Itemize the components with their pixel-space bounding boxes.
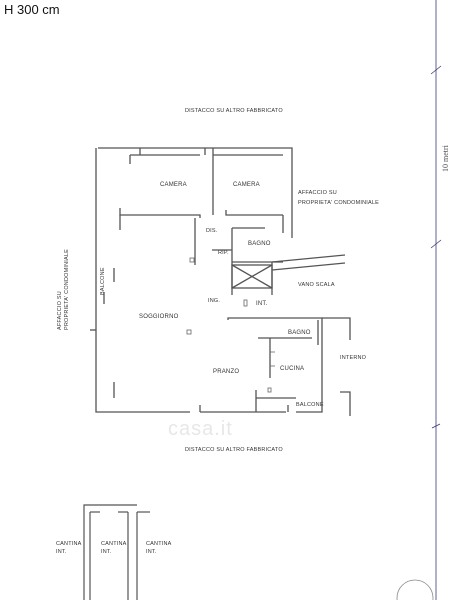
room-label-dis: DIS. — [206, 228, 218, 234]
label-vano-scala: VANO SCALA — [298, 282, 335, 288]
label-affaccio-right-line1: AFFACCIO SU — [298, 190, 337, 196]
room-label-bagno-2: BAGNO — [288, 330, 311, 336]
label-affaccio-left-line2: PROPRIETA' CONDOMINIALE — [64, 248, 70, 330]
room-label-camera-1: CAMERA — [160, 182, 187, 188]
apartment-walls — [95, 147, 351, 416]
fixtures — [186, 257, 275, 393]
label-distacco-top: DISTACCO SU ALTRO FABBRICATO — [185, 108, 283, 114]
scale-tick-bottom — [430, 239, 442, 249]
label-interno: INTERNO — [340, 355, 367, 361]
room-label-pranzo: PRANZO — [213, 369, 240, 375]
scale-tick-extra — [431, 423, 441, 429]
scale-label: 10 metri — [441, 145, 450, 172]
room-label-rip: RIP. — [218, 250, 229, 256]
label-distacco-bottom: DISTACCO SU ALTRO FABBRICATO — [185, 447, 283, 453]
room-label-camera-2: CAMERA — [233, 182, 260, 188]
cantine-walls — [83, 504, 150, 600]
room-label-soggiorno: SOGGIORNO — [139, 314, 179, 320]
label-balcone-right: BALCONE — [296, 402, 324, 408]
label-ing: ING. — [208, 298, 221, 304]
page-title: H 300 cm — [4, 2, 60, 17]
label-balcone-left: BALCONE — [100, 267, 106, 295]
label-affaccio-left-line1: AFFACCIO SU — [57, 291, 63, 330]
watermark: casa.it — [168, 418, 233, 440]
balcone-left-markers — [90, 268, 115, 398]
label-cantina-2: CANTINA — [101, 541, 127, 547]
label-cantina-1: CANTINA — [56, 541, 82, 547]
scale-tick-top — [430, 65, 442, 75]
label-cantina-2-int: INT. — [101, 549, 112, 555]
label-affaccio-right-line2: PROPRIETA' CONDOMINIALE — [298, 200, 380, 206]
label-cantina-1-int: INT. — [56, 549, 67, 555]
label-int: INT. — [256, 301, 268, 307]
label-cantina-3: CANTINA — [146, 541, 172, 547]
room-label-bagno-1: BAGNO — [248, 241, 271, 247]
north-circle — [396, 579, 434, 600]
label-cantina-3-int: INT. — [146, 549, 157, 555]
room-label-cucina: CUCINA — [280, 366, 305, 372]
